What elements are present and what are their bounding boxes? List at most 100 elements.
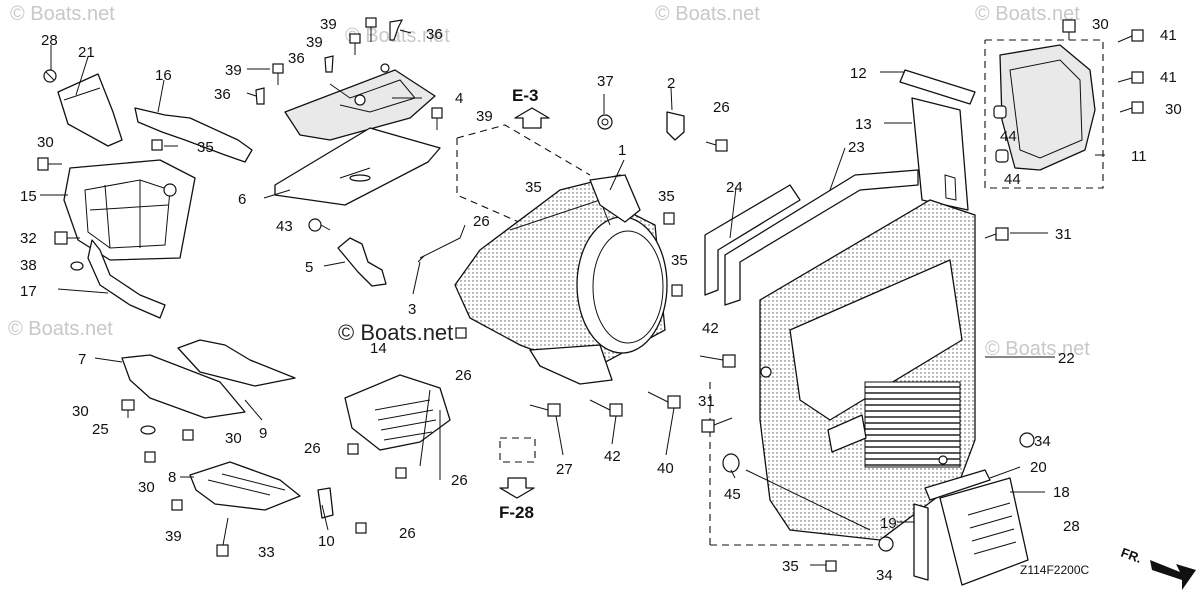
part-5-bracket: [337, 237, 387, 287]
part-6-plate: [274, 127, 441, 206]
callout-35: 35: [782, 558, 799, 575]
callout-42: 42: [702, 320, 719, 337]
part-3-rod: [417, 224, 466, 263]
watermark: © Boats.net: [10, 3, 115, 25]
callout-15: 15: [20, 188, 37, 205]
callout-1: 1: [618, 142, 626, 159]
callout-39: 39: [306, 34, 323, 51]
callout-28: 28: [41, 32, 58, 49]
fastener-group-top: [255, 17, 443, 130]
part-13-panel: [911, 97, 969, 211]
part-20-strip: [924, 469, 991, 501]
callout-26: 26: [399, 525, 416, 542]
callout-11: 11: [1131, 148, 1147, 165]
callout-34: 34: [876, 567, 893, 584]
part-21-cover: [57, 73, 123, 147]
part-2-cap: [666, 111, 685, 141]
part-23-seal: [724, 169, 919, 306]
group-outlines: [456, 39, 1104, 546]
front-arrow-icon: [1150, 560, 1196, 590]
watermark: © Boats.net: [985, 338, 1090, 360]
part-16-stay: [134, 107, 253, 163]
callout-34: 34: [1034, 433, 1051, 450]
watermark: © Boats.net: [655, 3, 760, 25]
part-24-seal: [704, 184, 801, 296]
front-label: FR.: [1119, 545, 1144, 566]
reference-label-f28[interactable]: F-28: [499, 503, 534, 522]
part-8-guard: [189, 461, 301, 511]
part-37-nut: [597, 114, 613, 130]
callout-37: 37: [597, 73, 614, 90]
callout-42: 42: [604, 448, 621, 465]
callout-25: 25: [92, 421, 109, 438]
watermark-main: © Boats.net: [338, 320, 453, 345]
callout-10: 10: [318, 533, 335, 550]
callout-30: 30: [37, 134, 54, 151]
part-10-bracket: [317, 487, 334, 519]
reference-label-e3[interactable]: E-3: [512, 86, 538, 105]
callout-30: 30: [72, 403, 89, 420]
callout-7: 7: [78, 351, 86, 368]
callout-26: 26: [304, 440, 321, 457]
part-4-top-cover: [284, 63, 436, 141]
callout-35: 35: [671, 252, 688, 269]
reference-e3[interactable]: E-3: [512, 86, 550, 129]
part-43-bolt: [308, 218, 331, 232]
callout-30: 30: [225, 430, 242, 447]
callout-36: 36: [214, 86, 231, 103]
callout-45: 45: [724, 486, 741, 503]
callout-35: 26: [455, 367, 472, 384]
callout-8: 8: [168, 469, 176, 486]
part-30-screw: [37, 157, 62, 171]
callout-20: 20: [1030, 459, 1047, 476]
callout-4: 4: [455, 90, 463, 107]
callout-30: 30: [1165, 101, 1182, 118]
callout-41: 41: [1160, 69, 1177, 86]
callout-30: 30: [1092, 16, 1109, 33]
callout-33: 33: [258, 544, 275, 561]
part-38-washer: [70, 261, 84, 271]
callout-12: 12: [850, 65, 867, 82]
callout-3: 3: [408, 301, 416, 318]
callout-41: 41: [1160, 27, 1177, 44]
callout-35: 35: [658, 188, 675, 205]
part-18-panel: [939, 477, 1029, 586]
part-19-strip: [913, 503, 929, 581]
diagram-code: Z114F2200C: [1020, 563, 1089, 577]
callout-24: 24: [726, 179, 743, 196]
watermark: © Boats.net: [8, 318, 113, 340]
part-7-plate: [121, 354, 246, 419]
callout-26: 26: [713, 99, 730, 116]
callout-6: 6: [238, 191, 246, 208]
part-45-grommet: [722, 453, 740, 473]
part-11-cover: [999, 44, 1096, 171]
callout-13: 13: [855, 116, 872, 133]
callout-39: 39: [476, 108, 493, 125]
callout-17: 17: [20, 283, 37, 300]
callout-38: 38: [20, 257, 37, 274]
callout-2: 2: [667, 75, 675, 92]
callout-27: 27: [556, 461, 573, 478]
callout-35: 35: [525, 179, 542, 196]
part-34-nuts: [878, 432, 1035, 552]
part-32-bolt: [54, 231, 80, 245]
reference-f28[interactable]: F-28: [499, 477, 535, 522]
callout-39: 39: [225, 62, 242, 79]
callout-22: 22: [1058, 350, 1075, 367]
callout-26: 26: [451, 472, 468, 489]
part-1-fan-shroud: [454, 174, 668, 385]
callout-39: 39: [320, 16, 337, 33]
callout-16: 16: [155, 67, 172, 84]
callout-30: 30: [138, 479, 155, 496]
callout-5: 5: [305, 259, 313, 276]
callout-44: 44: [1000, 128, 1017, 145]
callout-18: 18: [1053, 484, 1070, 501]
callout-31: 31: [698, 393, 715, 410]
callout-14: 14: [370, 340, 387, 357]
callout-19: 19: [880, 515, 897, 532]
callout-23: 23: [848, 139, 865, 156]
callout-36: 36: [288, 50, 305, 67]
part-44-grommets: [993, 105, 1009, 163]
